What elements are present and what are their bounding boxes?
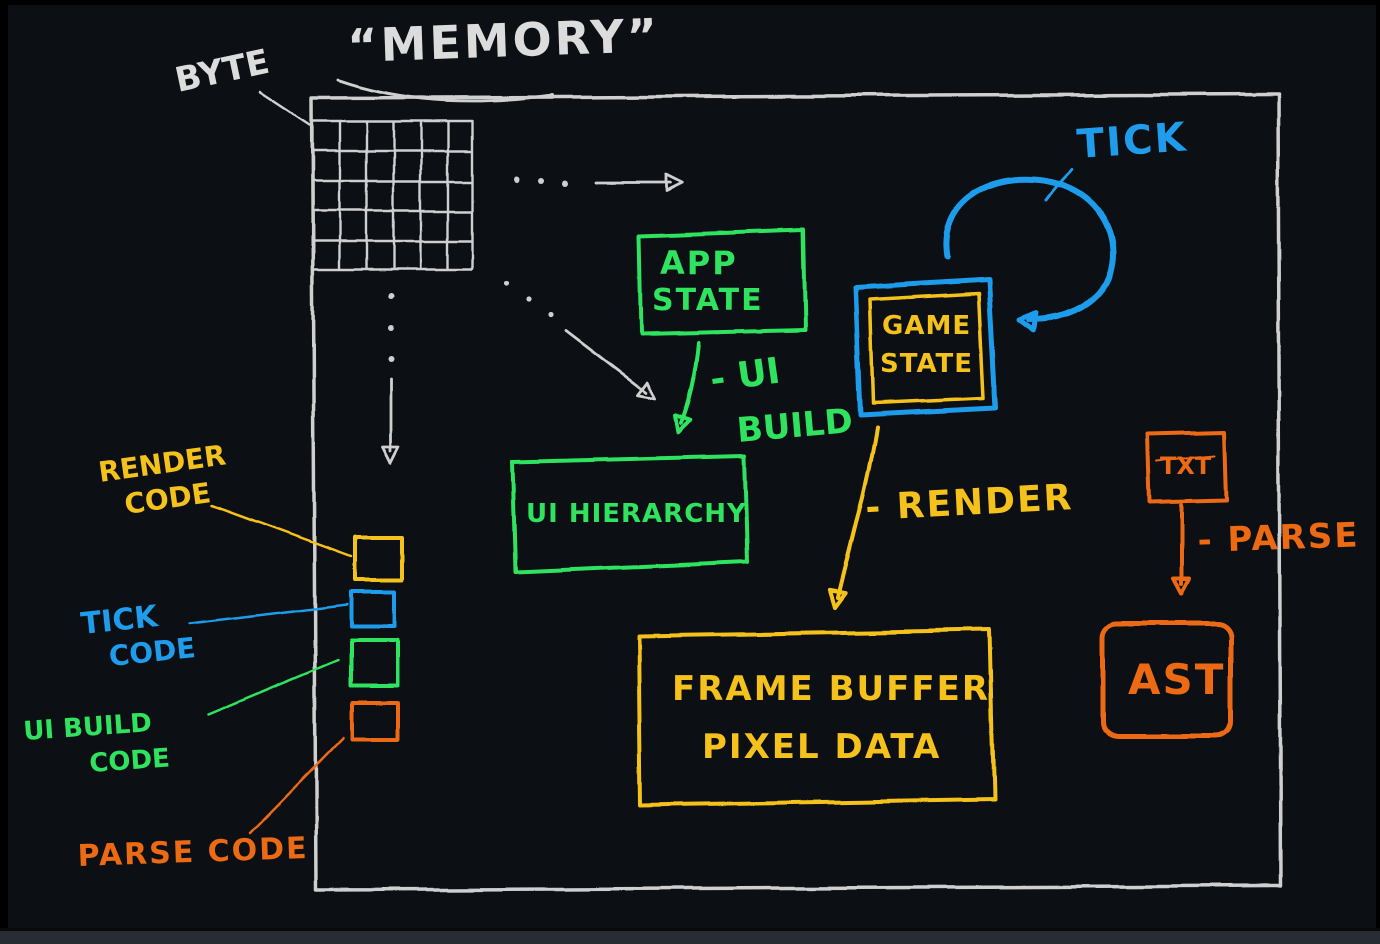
memory-scan-arrow-diagonal — [564, 329, 648, 394]
memory-scan-dots-diagonal — [526, 296, 532, 302]
render-code-connector — [210, 504, 353, 559]
frame-buffer-label-line2: PIXEL DATA — [702, 727, 941, 767]
txt-label: TXT — [1160, 452, 1212, 480]
ui-build-arrow — [679, 341, 701, 426]
app-state-box — [638, 228, 807, 336]
app-state-label-line1: APP — [660, 244, 738, 282]
arrow-down-left-icon — [673, 414, 693, 435]
render-arrow — [836, 425, 879, 599]
game-state-label-line1: GAME — [882, 311, 971, 341]
memory-scan-dots-diagonal — [503, 281, 509, 287]
memory-diagram: “MEMORY” BYTE APP STATE - UI BUILD UI HI… — [22, 8, 1360, 892]
arrow-down-icon — [1171, 576, 1191, 595]
txt-strike-line — [1155, 455, 1215, 462]
tick-loop-arrow — [942, 175, 1116, 323]
memory-scan-dots-down — [388, 355, 394, 361]
ast-box — [1100, 621, 1234, 739]
arrow-right-icon — [664, 172, 684, 192]
app-state-label-line2: STATE — [652, 283, 764, 318]
byte-grid — [311, 119, 474, 271]
tick-code-slot-box — [349, 590, 396, 629]
parse-code-label: PARSE CODE — [77, 831, 309, 874]
memory-scan-dots-right — [538, 178, 544, 184]
tick-label: TICK — [1075, 114, 1188, 168]
tick-code-label-line1: TICK — [79, 599, 161, 642]
parse-arrow-label: - PARSE — [1197, 515, 1360, 561]
tick-code-connector — [188, 603, 349, 626]
diagram-title: “MEMORY” — [346, 8, 660, 73]
ui-build-arrow-label-line1: - UI — [708, 351, 783, 401]
memory-scan-dots-down — [388, 292, 394, 298]
byte-label: BYTE — [172, 42, 273, 101]
memory-scan-dots-down — [388, 324, 394, 330]
memory-scan-dots-diagonal — [548, 311, 554, 317]
ui-build-code-label-line2: CODE — [88, 743, 170, 779]
render-arrow-label: - RENDER — [864, 477, 1074, 529]
arrow-down-icon — [381, 444, 401, 464]
frame-buffer-box — [636, 628, 996, 808]
game-state-box-outer — [852, 277, 998, 418]
byte-pointer-line — [258, 90, 312, 127]
arrow-down-icon — [827, 587, 848, 609]
frame-buffer-label-line1: FRAME BUFFER — [672, 669, 990, 709]
ui-build-arrow-label-line2: BUILD — [735, 401, 854, 451]
video-progress-bar — [0, 928, 1380, 944]
render-code-slot-box — [353, 535, 403, 582]
memory-scan-dots-right — [513, 177, 519, 183]
ui-build-code-label-line1: UI BUILD — [22, 708, 152, 747]
ui-build-code-slot-box — [349, 639, 399, 687]
game-state-label-line2: STATE — [880, 349, 973, 379]
parse-code-slot-box — [351, 700, 399, 741]
tick-label-connector — [1044, 168, 1074, 202]
memory-scan-dots-right — [563, 180, 569, 186]
whiteboard-canvas: “MEMORY” BYTE APP STATE - UI BUILD UI HI… — [8, 5, 1376, 931]
ui-hierarchy-box — [510, 454, 750, 574]
title-underline-curve — [336, 78, 554, 103]
ui-hierarchy-label: UI HIERARCHY — [526, 499, 747, 529]
ast-label: AST — [1128, 655, 1225, 704]
ui-build-code-connector — [206, 658, 340, 716]
game-state-box-inner — [868, 292, 985, 405]
arrow-down-right-icon — [636, 380, 657, 400]
arrow-left-icon — [1015, 310, 1038, 334]
parse-code-connector — [248, 735, 346, 835]
memory-region-outline — [310, 92, 1283, 892]
txt-box — [1145, 430, 1228, 504]
